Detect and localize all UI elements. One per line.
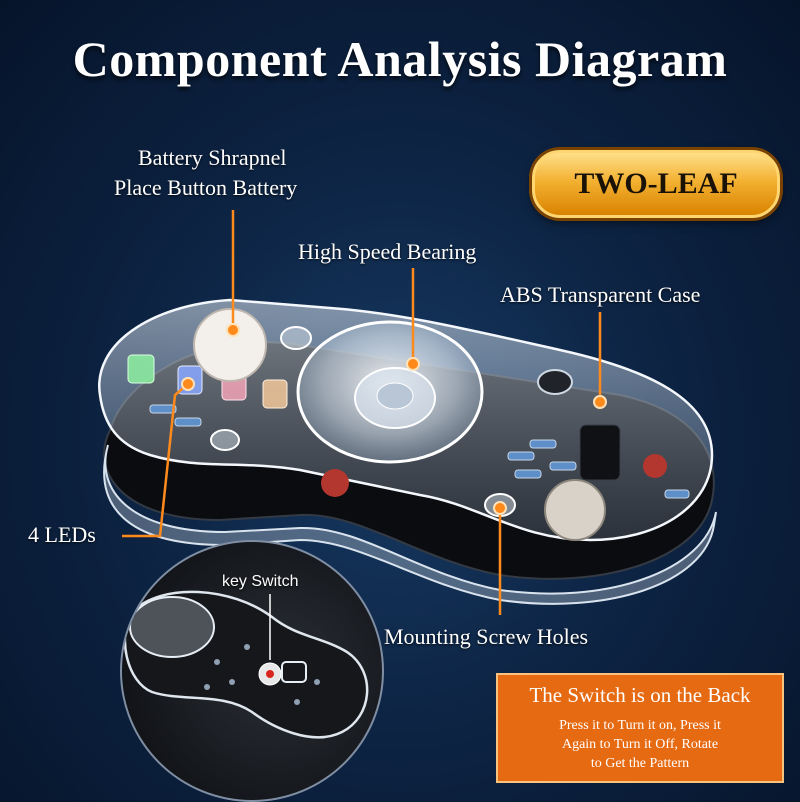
leds-label: 4 LEDs xyxy=(28,522,96,547)
battery-label-line1: Battery Shrapnel xyxy=(138,145,287,170)
back-view-inset xyxy=(120,540,384,802)
screw-post xyxy=(280,326,312,350)
screw-post xyxy=(537,369,573,395)
marker-dot xyxy=(493,501,507,515)
marker-dot xyxy=(226,323,240,337)
switch-info-callout: The Switch is on the Back Press it to Tu… xyxy=(496,673,784,783)
back-view-illustration xyxy=(123,590,369,739)
case-label: ABS Transparent Case xyxy=(500,282,701,307)
capacitor xyxy=(643,454,667,478)
callout-body-line: to Get the Pattern xyxy=(590,756,690,771)
marker-dot xyxy=(181,377,195,391)
ic-chip xyxy=(579,424,621,481)
callout-title: The Switch is on the Back xyxy=(529,683,751,707)
lower-case-layer xyxy=(103,444,717,605)
key-switch-label: key Switch xyxy=(222,573,299,590)
screw-post xyxy=(210,429,240,451)
switch-housing xyxy=(281,661,307,683)
marker-dot xyxy=(593,395,607,409)
callout-body-line: Again to Turn it Off, Rotate xyxy=(561,737,719,752)
marker-dot xyxy=(406,357,420,371)
capacitor xyxy=(321,469,349,497)
battery-label-line2: Place Button Battery xyxy=(114,175,298,200)
leader-leds xyxy=(122,383,189,538)
led-green xyxy=(127,354,155,384)
bearing-label: High Speed Bearing xyxy=(298,239,477,264)
button-battery xyxy=(544,479,606,541)
screw-holes-label: Mounting Screw Holes xyxy=(384,624,589,649)
bearing-core xyxy=(376,382,414,410)
callout-body: Press it to Turn it on, Press it Again t… xyxy=(512,716,768,773)
two-leaf-badge: TWO-LEAF xyxy=(532,150,780,218)
resistors xyxy=(149,404,690,499)
back-case xyxy=(123,590,369,739)
back-bearing xyxy=(129,596,215,658)
callout-body-line: Press it to Turn it on, Press it xyxy=(559,718,721,733)
battery-holder xyxy=(193,308,267,382)
page-title: Component Analysis Diagram xyxy=(72,31,728,87)
led-amber xyxy=(262,379,288,409)
